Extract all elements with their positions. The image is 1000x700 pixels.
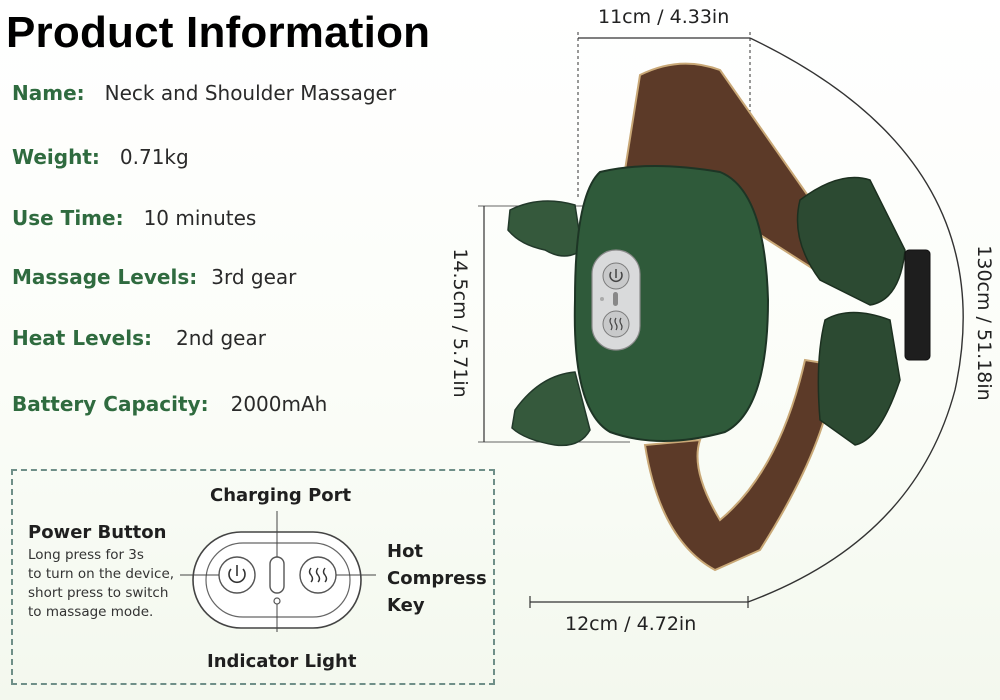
spec-value: Neck and Shoulder Massager	[104, 81, 397, 105]
dimension-height: 14.5cm / 5.71in	[449, 248, 471, 398]
power-desc-line: Long press for 3s	[28, 547, 144, 563]
spec-value: 2000mAh	[230, 392, 328, 416]
spec-label: Name:	[12, 81, 85, 105]
spec-value: 2nd gear	[176, 326, 266, 350]
spec-battery-capacity: Battery Capacity: 2000mAh	[12, 392, 327, 416]
hot-compress-line: Hot	[387, 541, 424, 562]
power-icon	[218, 556, 256, 594]
spec-label: Weight:	[12, 145, 100, 169]
control-panel-illustration	[180, 511, 376, 632]
spec-name: Name: Neck and Shoulder Massager	[12, 81, 396, 105]
spec-weight: Weight: 0.71kg	[12, 145, 189, 169]
dimension-top-width: 11cm / 4.33in	[598, 6, 730, 28]
dimension-bottom-width: 12cm / 4.72in	[565, 613, 697, 635]
spec-label: Battery Capacity:	[12, 392, 209, 416]
massager-device	[507, 62, 931, 572]
hot-compress-key-label: Hot Compress Key	[387, 538, 487, 619]
control-panel-diagram	[11, 469, 495, 685]
charging-port-label: Charging Port	[210, 485, 352, 506]
power-desc-line: short press to switch	[28, 585, 169, 601]
spec-heat-levels: Heat Levels: 2nd gear	[12, 326, 266, 350]
spec-use-time: Use Time: 10 minutes	[12, 206, 256, 230]
heat-icon	[299, 556, 337, 594]
hot-compress-line: Compress	[387, 568, 487, 589]
spec-value: 0.71kg	[119, 145, 189, 169]
spec-value: 3rd gear	[211, 265, 297, 289]
power-desc-line: to turn on the device,	[28, 566, 175, 582]
spec-value: 10 minutes	[143, 206, 257, 230]
spec-massage-levels: Massage Levels: 3rd gear	[12, 265, 296, 289]
power-button-description: Long press for 3s to turn on the device,…	[28, 546, 174, 622]
dimension-strap-length: 130cm / 51.18in	[973, 245, 995, 401]
dimension-lines	[478, 32, 964, 608]
spec-label: Massage Levels:	[12, 265, 198, 289]
spec-label: Use Time:	[12, 206, 124, 230]
spec-label: Heat Levels:	[12, 326, 152, 350]
hot-compress-line: Key	[387, 595, 425, 616]
power-button-label: Power Button	[28, 522, 167, 543]
charging-port-icon	[269, 556, 285, 594]
power-desc-line: to massage mode.	[28, 604, 154, 620]
indicator-light-icon	[273, 597, 281, 605]
page-title: Product Information	[6, 8, 431, 57]
indicator-light-label: Indicator Light	[207, 651, 357, 672]
